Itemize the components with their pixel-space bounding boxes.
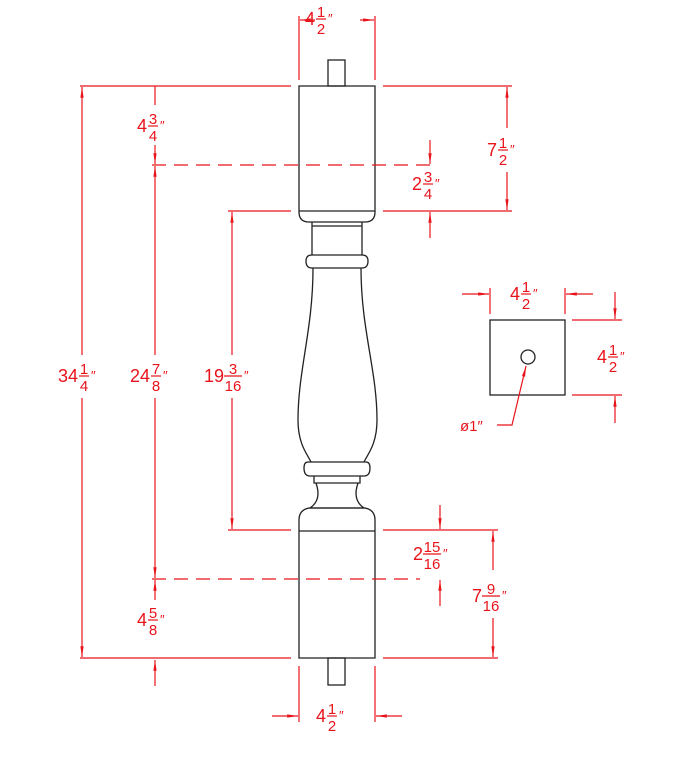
dimension-lines xyxy=(80,16,622,722)
dimension-denominator: 16 xyxy=(225,378,242,395)
inch-mark: ″ xyxy=(510,142,515,157)
dimension-numerator: 1 xyxy=(328,701,336,718)
dimension-numerator: 1 xyxy=(80,361,88,378)
hole-circle xyxy=(520,349,536,365)
inch-mark: ″ xyxy=(244,368,249,383)
baluster-elevation xyxy=(297,59,378,686)
top-block xyxy=(298,85,376,223)
dimension-numerator: 3 xyxy=(149,111,157,128)
dimension-whole: 2 xyxy=(413,544,423,564)
dimension-numerator: 1 xyxy=(317,4,325,21)
dimension-numerator: 1 xyxy=(609,342,617,359)
inch-mark: ″ xyxy=(435,176,440,191)
inch-mark: ″ xyxy=(328,11,333,26)
dimension-numerator: 7 xyxy=(152,361,160,378)
top-pin xyxy=(327,59,346,87)
dimension-denominator: 16 xyxy=(483,598,500,615)
dimension-turning-height: 19 316″ xyxy=(204,361,249,395)
dimension-numerator: 5 xyxy=(149,605,157,622)
bottom-block xyxy=(298,507,376,659)
dimension-whole: 4 xyxy=(510,284,520,304)
inch-mark: ″ xyxy=(443,546,448,561)
hole-diameter-label: ø1″ xyxy=(460,418,484,435)
dimension-denominator: 2 xyxy=(499,152,507,169)
dimension-numerator: 1 xyxy=(499,135,507,152)
dimension-denominator: 8 xyxy=(149,622,157,639)
dimension-whole: 34 xyxy=(58,366,78,386)
dimension-denominator: 2 xyxy=(522,296,530,313)
inch-mark: ″ xyxy=(163,368,168,383)
dimension-whole: 4 xyxy=(597,347,607,367)
dimension-denominator: 2 xyxy=(317,21,325,38)
bottom-pin xyxy=(327,657,346,686)
lower-ring xyxy=(303,461,371,477)
dimension-whole: 4 xyxy=(305,9,315,29)
vase xyxy=(297,267,378,463)
dimension-denominator: 4 xyxy=(424,186,432,203)
inch-mark: ″ xyxy=(160,612,165,627)
upper-ring xyxy=(305,254,369,269)
section-view xyxy=(489,319,566,396)
dimension-denominator: 16 xyxy=(424,556,441,573)
dimension-numerator: 3 xyxy=(229,361,237,378)
dimension-whole: 4 xyxy=(137,116,147,136)
dimension-denominator: 2 xyxy=(328,718,336,735)
inch-mark: ″ xyxy=(339,708,344,723)
inch-mark: ″ xyxy=(533,286,538,301)
cove xyxy=(307,476,367,509)
dimension-numerator: 15 xyxy=(424,539,441,556)
dimension-whole: 24 xyxy=(130,366,150,386)
dimension-whole: 7 xyxy=(472,586,482,606)
inch-mark: ″ xyxy=(620,349,625,364)
dimension-whole: 4 xyxy=(316,706,326,726)
dimension-denominator: 4 xyxy=(149,128,157,145)
dimension-denominator: 4 xyxy=(80,378,88,395)
dimension-whole: 19 xyxy=(204,366,224,386)
inch-mark: ″ xyxy=(91,368,96,383)
section-square xyxy=(489,319,566,396)
dimension-numerator: 1 xyxy=(522,279,530,296)
top-neck xyxy=(311,222,363,255)
dimension-whole: 7 xyxy=(487,140,497,160)
dimension-denominator: 2 xyxy=(609,359,617,376)
dimension-numerator: 9 xyxy=(487,581,495,598)
dimension-whole: 4 xyxy=(137,610,147,630)
inch-mark: ″ xyxy=(160,118,165,133)
dimension-whole: 2 xyxy=(412,174,422,194)
dimension-denominator: 8 xyxy=(152,378,160,395)
dimension-numerator: 3 xyxy=(424,169,432,186)
inch-mark: ″ xyxy=(502,588,507,603)
